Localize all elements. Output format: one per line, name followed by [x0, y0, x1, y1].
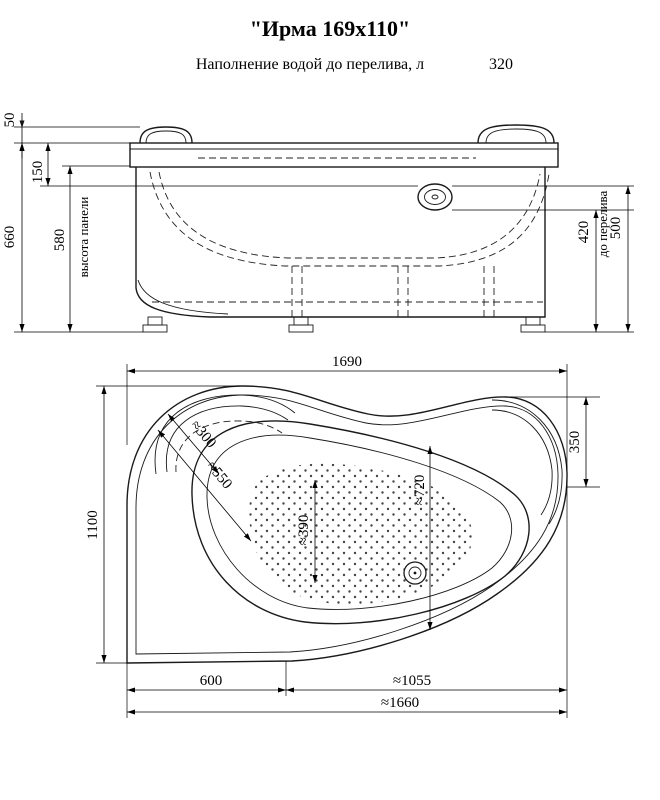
plan-view: 1690 1100 350 ≈300 ≈550 ≈720 ≈390 600 ≈1… — [85, 354, 600, 718]
dim-1100-label: 1100 — [85, 510, 101, 539]
basin-edge — [191, 420, 530, 625]
tub-outer-rim — [126, 385, 568, 664]
fill-volume-label: Наполнение водой до перелива, л — [195, 56, 425, 73]
dim-720-label: ≈720 — [412, 475, 428, 506]
tub-inner-rim — [135, 394, 559, 655]
dim-1690-label: 1690 — [332, 354, 362, 370]
dim-150-label: 150 — [30, 161, 46, 184]
drain — [403, 561, 427, 585]
dim-500-label: 500 — [608, 217, 624, 240]
dim-1055-label: ≈1055 — [393, 673, 431, 689]
dim-600-label: 600 — [200, 673, 223, 689]
dim-420-label: 420 — [576, 221, 592, 244]
plan-headrest-right — [491, 399, 563, 525]
headrest-left — [139, 126, 193, 144]
front-elevation-view: 50 660 150 580 высота панели 420 до пере… — [2, 113, 634, 333]
hidden-bowl-line — [149, 171, 550, 267]
tub-feet — [142, 316, 546, 333]
front-panel — [135, 167, 546, 318]
to-overflow-label: до перелива — [595, 191, 610, 258]
dim-550-label: ≈550 — [203, 459, 235, 493]
dim-350-label: 350 — [567, 431, 583, 454]
fill-volume-value: 320 — [489, 56, 513, 73]
panel-height-label: высота панели — [76, 197, 91, 278]
dim-660-label: 660 — [2, 226, 18, 249]
dim-50-label: 50 — [2, 113, 18, 128]
overflow-fitting — [417, 183, 453, 211]
tub-rim — [129, 142, 559, 168]
dim-1660-label: ≈1660 — [381, 695, 419, 711]
anti-slip-texture — [249, 463, 473, 605]
dim-300-label: ≈300 — [187, 418, 219, 452]
drawing-title: "Ирма 169х110" — [249, 16, 411, 41]
dim-580-label: 580 — [52, 229, 68, 252]
headrest-right — [477, 124, 555, 144]
dim-390-label: ≈390 — [296, 515, 312, 546]
basin-floor — [206, 434, 513, 610]
